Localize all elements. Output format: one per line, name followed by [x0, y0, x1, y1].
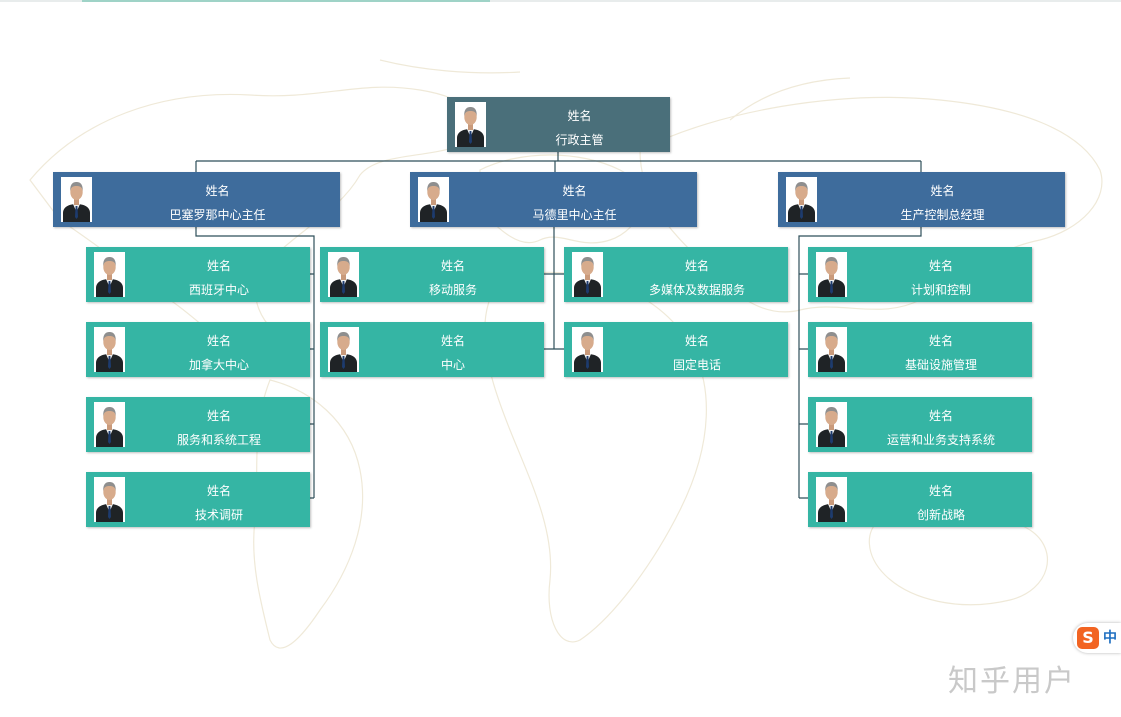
org-node-staff[interactable]: 姓名 中心 — [320, 322, 544, 377]
node-name: 姓名 — [206, 484, 231, 498]
org-node-staff[interactable]: 姓名 服务和系统工程 — [86, 397, 310, 452]
org-node-staff[interactable]: 姓名 基础设施管理 — [808, 322, 1032, 377]
node-name: 姓名 — [205, 184, 230, 198]
person-in-suit-icon — [816, 402, 847, 447]
node-name: 姓名 — [684, 259, 709, 273]
node-title: 西班牙中心 — [188, 283, 249, 297]
person-in-suit-icon — [94, 477, 125, 522]
org-node-staff[interactable]: 姓名 多媒体及数据服务 — [564, 247, 788, 302]
org-node-manager-barcelona[interactable]: 姓名 巴塞罗那中心主任 — [53, 172, 340, 227]
node-name: 姓名 — [562, 184, 587, 198]
org-node-staff[interactable]: 姓名 移动服务 — [320, 247, 544, 302]
node-title: 巴塞罗那中心主任 — [169, 208, 266, 222]
org-node-staff[interactable]: 姓名 创新战略 — [808, 472, 1032, 527]
org-node-manager-madrid[interactable]: 姓名 马德里中心主任 — [410, 172, 697, 227]
node-name: 姓名 — [928, 259, 953, 273]
sogou-letter: S — [1077, 627, 1099, 649]
person-in-suit-icon — [61, 177, 92, 222]
org-node-manager-production[interactable]: 姓名 生产控制总经理 — [778, 172, 1065, 227]
top-tab-bar — [0, 0, 1121, 2]
node-name: 姓名 — [206, 334, 231, 348]
person-in-suit-icon — [328, 327, 359, 372]
node-name: 姓名 — [928, 484, 953, 498]
node-title: 运营和业务支持系统 — [886, 433, 995, 447]
node-name: 姓名 — [567, 109, 592, 123]
person-in-suit-icon — [816, 327, 847, 372]
node-title: 固定电话 — [672, 358, 721, 372]
person-in-suit-icon — [455, 102, 486, 147]
person-in-suit-icon — [328, 252, 359, 297]
watermark-text: 知乎用户 — [948, 664, 1076, 699]
person-in-suit-icon — [816, 252, 847, 297]
org-node-staff[interactable]: 姓名 运营和业务支持系统 — [808, 397, 1032, 452]
node-name: 姓名 — [440, 259, 465, 273]
sogou-label: 中 — [1103, 630, 1117, 646]
node-title: 基础设施管理 — [904, 358, 977, 372]
node-title: 中心 — [440, 358, 465, 372]
person-in-suit-icon — [94, 327, 125, 372]
node-name: 姓名 — [684, 334, 709, 348]
node-name: 姓名 — [206, 259, 231, 273]
person-in-suit-icon — [94, 252, 125, 297]
node-title: 服务和系统工程 — [176, 433, 261, 447]
org-node-staff[interactable]: 姓名 西班牙中心 — [86, 247, 310, 302]
org-node-staff[interactable]: 姓名 加拿大中心 — [86, 322, 310, 377]
node-title: 行政主管 — [555, 133, 604, 147]
node-title: 马德里中心主任 — [532, 208, 617, 222]
sogou-input-icon[interactable]: S 中 — [1073, 623, 1121, 653]
person-in-suit-icon — [572, 252, 603, 297]
node-name: 姓名 — [206, 409, 231, 423]
org-node-root[interactable]: 姓名 行政主管 — [447, 97, 670, 152]
person-in-suit-icon — [816, 477, 847, 522]
org-node-staff[interactable]: 姓名 技术调研 — [86, 472, 310, 527]
node-title: 移动服务 — [428, 283, 477, 297]
node-title: 计划和控制 — [910, 283, 971, 297]
node-title: 多媒体及数据服务 — [648, 283, 745, 297]
person-in-suit-icon — [418, 177, 449, 222]
person-in-suit-icon — [572, 327, 603, 372]
node-title: 生产控制总经理 — [900, 208, 985, 222]
node-title: 加拿大中心 — [188, 358, 249, 372]
active-tab-indicator — [82, 0, 490, 2]
node-name: 姓名 — [928, 409, 953, 423]
org-node-staff[interactable]: 姓名 计划和控制 — [808, 247, 1032, 302]
person-in-suit-icon — [94, 402, 125, 447]
person-in-suit-icon — [786, 177, 817, 222]
node-name: 姓名 — [928, 334, 953, 348]
org-node-staff[interactable]: 姓名 固定电话 — [564, 322, 788, 377]
node-name: 姓名 — [440, 334, 465, 348]
node-title: 创新战略 — [916, 508, 965, 522]
node-title: 技术调研 — [194, 508, 243, 522]
node-name: 姓名 — [930, 184, 955, 198]
